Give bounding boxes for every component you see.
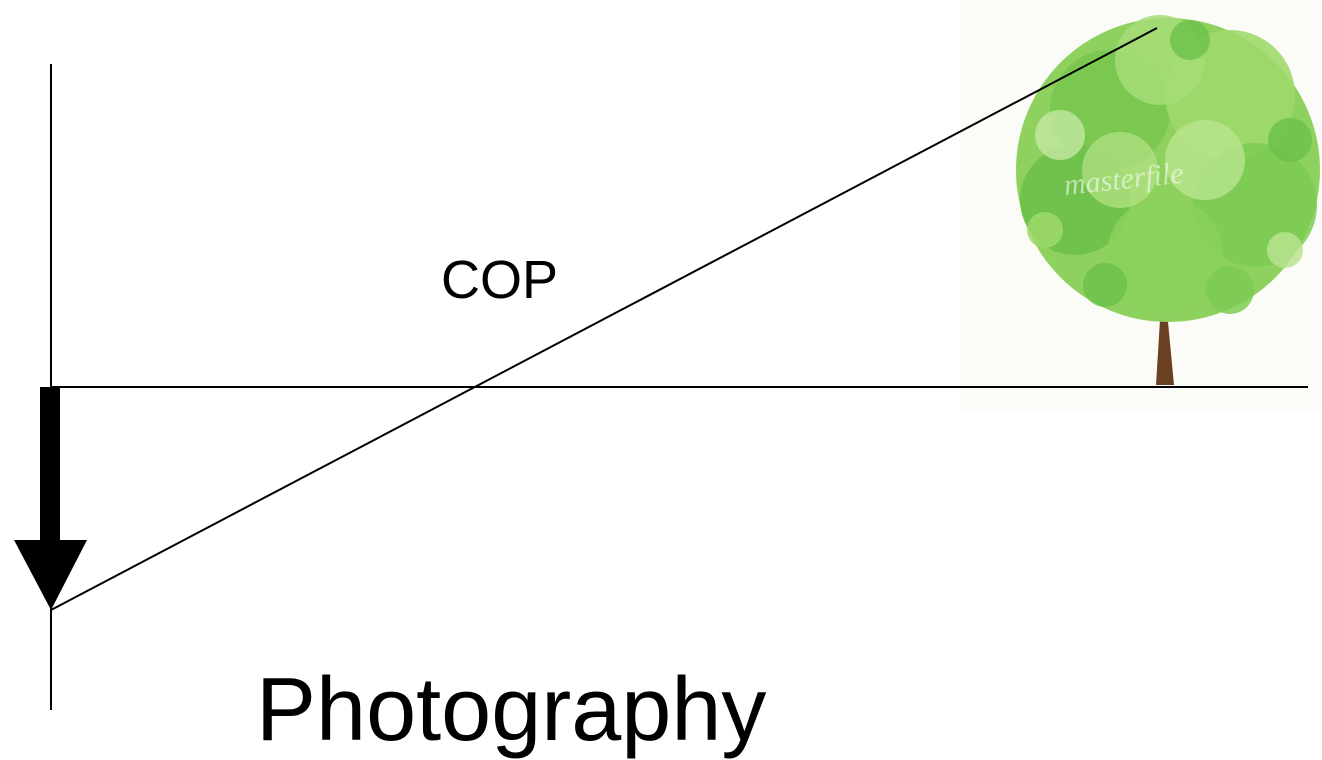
arrow-head [14,540,87,610]
projection-ray [50,27,1158,611]
tree-foliage [1016,15,1320,322]
cop-label: COP [441,250,558,310]
diagram-title: Photography [256,660,766,760]
arrow-shaft [40,387,60,547]
tree-image: masterfile [960,0,1322,410]
inverted-image-arrow [14,387,87,610]
